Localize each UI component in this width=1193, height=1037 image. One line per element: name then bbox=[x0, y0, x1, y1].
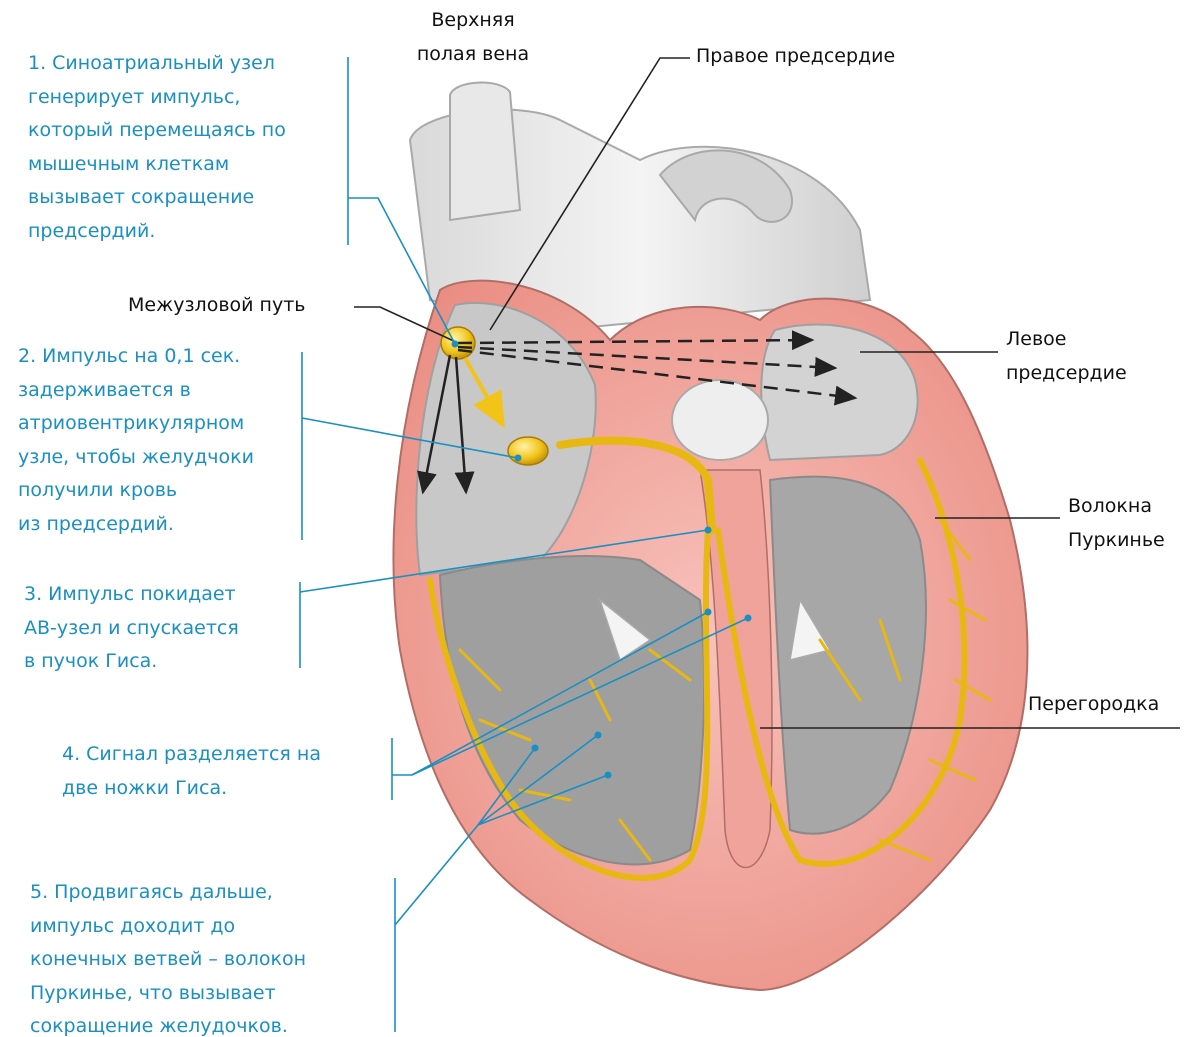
label-purkinje-fibers: Волокна Пуркинье bbox=[1068, 490, 1165, 557]
step-5-annotation: 5. Продвигаясь дальше, импульс доходит д… bbox=[30, 876, 306, 1037]
step-3-line-2: АВ-узел и спускается bbox=[24, 612, 239, 646]
step-2-line-6: из предсердий. bbox=[18, 508, 254, 542]
step-4-line-1: 4. Сигнал разделяется на bbox=[62, 738, 321, 772]
label-left-atrium-line-1: Левое bbox=[1006, 323, 1127, 357]
step-2-line-1: 2. Импульс на 0,1 сек. bbox=[18, 340, 254, 374]
label-purkinje-fibers-line-1: Волокна bbox=[1068, 490, 1165, 524]
step-5-line-4: Пуркинье, что вызывает bbox=[30, 977, 306, 1011]
step-5-line-2: импульс доходит до bbox=[30, 910, 306, 944]
step-5-line-5: сокращение желудочков. bbox=[30, 1010, 306, 1037]
av-node bbox=[508, 437, 548, 465]
step-5-line-1: 5. Продвигаясь дальше, bbox=[30, 876, 306, 910]
step-5-line-3: конечных ветвей – волокон bbox=[30, 943, 306, 977]
step-2-line-4: узле, чтобы желудчоки bbox=[18, 441, 254, 475]
step-2-line-2: задерживается в bbox=[18, 374, 254, 408]
step-2-line-3: атриовентрикулярном bbox=[18, 407, 254, 441]
step-1-line-6: предсердий. bbox=[28, 215, 286, 249]
step-1-line-2: генерирует импульс, bbox=[28, 81, 286, 115]
step-4-annotation: 4. Сигнал разделяется на две ножки Гиса. bbox=[62, 738, 321, 805]
step-3-line-1: 3. Импульс покидает bbox=[24, 578, 239, 612]
label-superior-vena-cava-line-2: полая вена bbox=[398, 38, 548, 72]
superior-vena-cava bbox=[450, 83, 520, 220]
label-left-atrium-line-2: предсердие bbox=[1006, 357, 1127, 391]
label-right-atrium: Правое предсердие bbox=[696, 40, 895, 74]
label-septum: Перегородка bbox=[1028, 688, 1159, 722]
step-1-line-1: 1. Синоатриальный узел bbox=[28, 47, 286, 81]
step-1-line-4: мышечным клеткам bbox=[28, 148, 286, 182]
step-1-line-3: который перемещаясь по bbox=[28, 114, 286, 148]
label-purkinje-fibers-line-2: Пуркинье bbox=[1068, 524, 1165, 558]
step-3-line-3: в пучок Гиса. bbox=[24, 645, 239, 679]
step-1-annotation: 1. Синоатриальный узел генерирует импуль… bbox=[28, 47, 286, 248]
step-3-annotation: 3. Импульс покидает АВ-узел и спускается… bbox=[24, 578, 239, 679]
step-1-line-5: вызывает сокращение bbox=[28, 181, 286, 215]
step-2-annotation: 2. Импульс на 0,1 сек. задерживается в а… bbox=[18, 340, 254, 541]
label-internodal-pathway: Межузловой путь bbox=[128, 289, 305, 323]
label-left-atrium: Левое предсердие bbox=[1006, 323, 1127, 390]
label-superior-vena-cava: Верхняя полая вена bbox=[398, 4, 548, 71]
step-4-line-2: две ножки Гиса. bbox=[62, 772, 321, 806]
step-2-line-5: получили кровь bbox=[18, 474, 254, 508]
label-superior-vena-cava-line-1: Верхняя bbox=[398, 4, 548, 38]
